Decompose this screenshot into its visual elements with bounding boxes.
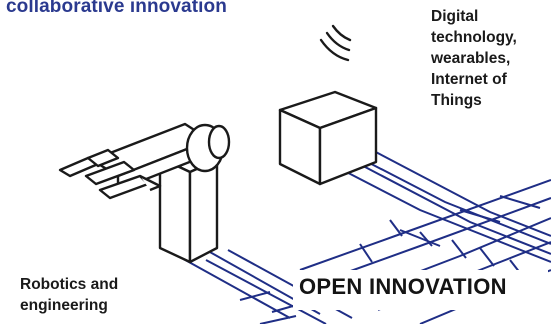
digital-label-line: technology, xyxy=(431,29,517,46)
digital-label-line: Things xyxy=(431,92,482,109)
open-innovation-label: OPEN INNOVATION xyxy=(299,274,507,299)
digital-label-line: Internet of xyxy=(431,71,507,88)
wifi-signal-icon xyxy=(319,24,352,62)
robotic-arm-icon xyxy=(58,122,231,264)
diagram-title: collaborative innovation xyxy=(6,0,227,17)
robotics-label-line: engineering xyxy=(20,297,108,314)
cube-icon xyxy=(278,90,378,186)
open-innovation-backdrop xyxy=(293,270,548,310)
digital-technology-label: Digital technology, wearables, Internet … xyxy=(431,6,551,111)
robotics-label: Robotics and engineering xyxy=(20,274,160,316)
digital-label-line: Digital xyxy=(431,8,479,25)
robotics-label-line: Robotics and xyxy=(20,276,119,293)
digital-label-line: wearables, xyxy=(431,50,511,67)
